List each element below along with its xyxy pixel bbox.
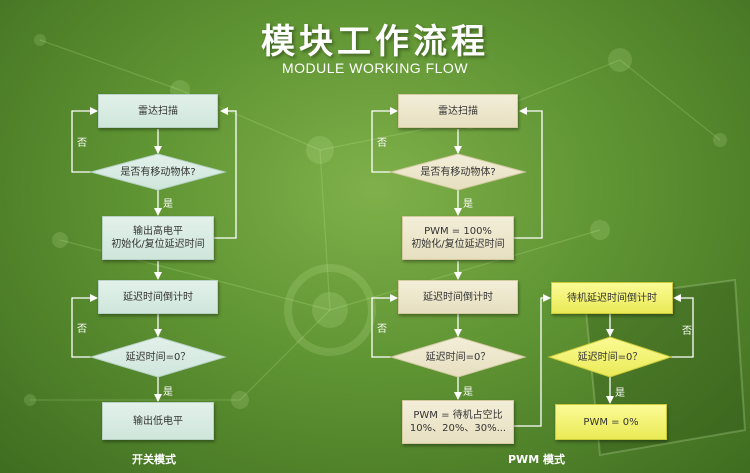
standby-decision-zero-shape xyxy=(547,336,673,378)
standby-pwm0-label: PWM = 0% xyxy=(583,416,639,428)
right-decision-zero: 延迟时间=0？ xyxy=(391,349,525,365)
left-decision-moving-label: 是否有移动物体? xyxy=(120,166,196,178)
left-radar-scan-label: 雷达扫描 xyxy=(138,105,178,117)
right-no-label-1: 否 xyxy=(377,138,387,149)
right-radar-scan-box: 雷达扫描 xyxy=(398,94,518,128)
left-countdown-box: 延迟时间倒计时 xyxy=(98,280,218,314)
left-output-low-box: 输出低电平 xyxy=(102,402,214,440)
right-decision-moving: 是否有移动物体? xyxy=(391,164,525,180)
right-pwm-standby-box: PWM = 待机占空比 10%、20%、30%... xyxy=(402,400,514,444)
left-yes-label-1: 是 xyxy=(163,199,173,210)
right-decision-zero-shape xyxy=(389,336,527,378)
standby-decision-zero: 延迟时间=0？ xyxy=(549,349,671,365)
standby-pwm0-box: PWM = 0% xyxy=(555,404,667,440)
left-output-high-line1: 输出高电平 xyxy=(133,226,183,237)
right-mode-caption: PWM 模式 xyxy=(508,453,565,466)
left-yes-label-2: 是 xyxy=(163,387,173,398)
left-no-label-2: 否 xyxy=(77,324,87,335)
right-radar-scan-label: 雷达扫描 xyxy=(438,105,478,117)
left-no-label-1: 否 xyxy=(77,138,87,149)
standby-yes-label: 是 xyxy=(615,388,625,399)
right-pwm100-box: PWM = 100% 初始化/复位延迟时间 xyxy=(402,216,514,260)
right-no-label-2: 否 xyxy=(377,324,387,335)
page-subtitle: MODULE WORKING FLOW xyxy=(281,60,469,76)
standby-decision-zero-label: 延迟时间=0？ xyxy=(577,351,643,363)
left-decision-zero: 延迟时间=0？ xyxy=(91,349,225,365)
right-pwm100-line1: PWM = 100% xyxy=(424,226,492,237)
left-decision-moving-shape xyxy=(89,153,227,191)
right-pwm-standby-line1: PWM = 待机占空比 xyxy=(413,410,503,421)
right-countdown-box: 延迟时间倒计时 xyxy=(398,280,518,314)
page-title: 模块工作流程 xyxy=(261,22,489,62)
standby-countdown-box: 待机延迟时间倒计时 xyxy=(551,282,673,314)
left-mode-caption: 开关模式 xyxy=(132,453,176,466)
left-output-high-box: 输出高电平 初始化/复位延迟时间 xyxy=(102,216,214,260)
right-yes-label-2: 是 xyxy=(463,387,473,398)
right-countdown-label: 延迟时间倒计时 xyxy=(423,291,493,303)
right-decision-zero-label: 延迟时间=0？ xyxy=(425,351,491,363)
left-countdown-label: 延迟时间倒计时 xyxy=(123,291,193,303)
right-pwm-standby-line2: 10%、20%、30%... xyxy=(409,423,507,434)
left-radar-scan-box: 雷达扫描 xyxy=(98,94,218,128)
right-pwm100-line2: 初始化/复位延迟时间 xyxy=(411,239,505,250)
left-output-high-line2: 初始化/复位延迟时间 xyxy=(111,239,205,250)
right-yes-label-1: 是 xyxy=(463,199,473,210)
right-decision-moving-label: 是否有移动物体? xyxy=(420,166,496,178)
left-output-low-label: 输出低电平 xyxy=(133,415,183,427)
left-decision-zero-shape xyxy=(89,336,227,378)
left-decision-moving: 是否有移动物体? xyxy=(91,164,225,180)
standby-no-label: 否 xyxy=(682,326,692,337)
right-decision-moving-shape xyxy=(389,153,527,191)
standby-countdown-label: 待机延迟时间倒计时 xyxy=(567,292,657,304)
left-decision-zero-label: 延迟时间=0？ xyxy=(125,351,191,363)
